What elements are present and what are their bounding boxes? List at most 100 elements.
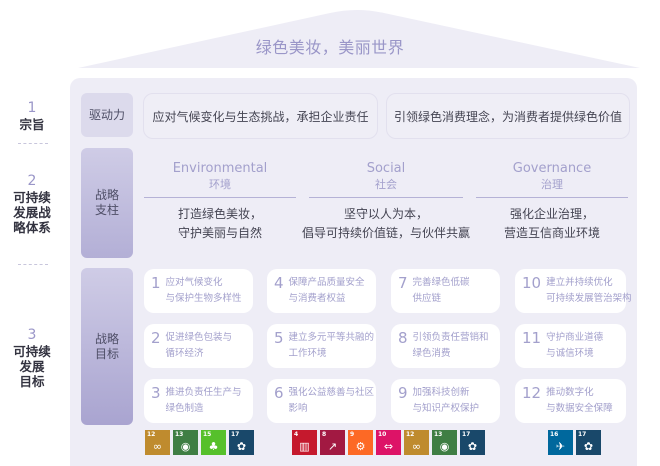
row-label-driver: 驱动力: [81, 93, 133, 137]
goal-text: 推动数字化: [546, 387, 594, 398]
goal-number: 10: [522, 274, 542, 292]
goal-number: 6: [274, 384, 284, 402]
goal-text: 推进负责任生产与: [165, 387, 242, 398]
goal-text: 循环经济: [165, 348, 204, 359]
side-label-text: 可持续: [13, 190, 51, 205]
goal-number: 3: [151, 384, 161, 402]
goal-text: 与数据安全保障: [546, 403, 613, 414]
roof-shape: [78, 10, 640, 68]
goal-number: 5: [274, 329, 284, 347]
side-label-purpose: 1 宗旨: [0, 99, 64, 132]
side-label-text: 略体系: [13, 220, 51, 235]
goal-text: 引领负责任营销和: [412, 332, 489, 343]
sdg-12-icon: 12∞: [145, 430, 170, 455]
goal-text: 绿色制造: [165, 403, 204, 414]
goal-text: 可持续发展管治架构: [546, 293, 632, 304]
row-label-pillars: 战略 支柱: [81, 148, 133, 258]
sdg-8-icon: 8↗: [320, 430, 345, 455]
driver-item: 应对气候变化与生态挑战，承担企业责任: [143, 93, 378, 139]
row-label-text: 目标: [94, 346, 119, 361]
side-label-text: 目标: [19, 374, 45, 389]
goal-card-4: 4 保障产品质量安全与消费者权益: [267, 269, 376, 313]
pillar-desc: 营造互信商业环境: [503, 226, 600, 240]
pillar-environmental: Environmental 环境 打造绿色美妆， 守护美丽与自然: [144, 160, 296, 243]
goal-card-2: 2 促进绿色包装与循环经济: [144, 324, 253, 368]
divider: [18, 264, 48, 265]
sdg-group-environmental: 12∞ 13◉ 15♣ 17✿: [145, 430, 254, 455]
goal-text: 促进绿色包装与: [165, 332, 233, 343]
side-label-text: 可持续: [13, 344, 51, 359]
pillar-title-cn: 治理: [541, 178, 563, 191]
goal-text: 影响: [288, 403, 308, 414]
sdg-13-icon: 13◉: [173, 430, 198, 455]
goal-card-8: 8 引领负责任营销和绿色消费: [391, 324, 500, 368]
side-label-text: 发展战: [13, 205, 51, 220]
goal-text: 工作环境: [288, 348, 327, 359]
driver-item: 引领绿色消费理念，为消费者提供绿色价值: [386, 93, 630, 139]
goal-text: 完善绿色低碳: [412, 277, 470, 288]
goal-card-5: 5 建立多元平等共融的工作环境: [267, 324, 376, 368]
goal-text: 建立并持续优化: [546, 277, 613, 288]
goal-text: 保障产品质量安全: [288, 277, 365, 288]
row-label-text: 战略: [94, 188, 119, 202]
goal-number: 12: [522, 384, 542, 402]
pillar-title-cn: 环境: [209, 178, 231, 191]
goal-card-1: 1 应对气候变化与保护生物多样性: [144, 269, 253, 313]
pillar-governance: Governance 治理 强化企业治理， 营造互信商业环境: [476, 160, 628, 243]
goal-text: 与消费者权益: [288, 293, 346, 304]
sdg-group-social: 4▥ 8↗ 9⚙ 10⇔ 12∞ 13◉ 17✿: [292, 430, 485, 455]
pillar-divider: [309, 197, 463, 198]
side-label-text: 发展: [19, 359, 45, 374]
goal-number: 2: [151, 329, 161, 347]
side-label-goals: 3 可持续 发展 目标: [0, 326, 64, 389]
side-label-number: 3: [27, 327, 37, 343]
pillar-title-cn: 社会: [375, 178, 397, 191]
goal-number: 9: [398, 384, 408, 402]
sdg-4-icon: 4▥: [292, 430, 317, 455]
divider: [18, 143, 48, 144]
goal-number: 11: [522, 329, 542, 347]
goal-card-12: 12 推动数字化与数据安全保障: [515, 379, 626, 423]
goal-number: 7: [398, 274, 408, 292]
goal-card-9: 9 加强科技创新与知识产权保护: [391, 379, 500, 423]
pillar-desc: 强化企业治理，: [509, 207, 594, 221]
pillar-divider: [476, 197, 628, 198]
side-label-number: 2: [27, 173, 37, 189]
pillar-desc: 倡导可持续价值链，与伙伴共赢: [301, 226, 470, 240]
row-label-text: 战略: [94, 331, 119, 346]
side-label-strategy: 2 可持续 发展战 略体系: [0, 172, 64, 235]
sdg-12-icon: 12∞: [404, 430, 429, 455]
goal-card-3: 3 推进负责任生产与绿色制造: [144, 379, 253, 423]
goal-text: 与保护生物多样性: [165, 293, 242, 304]
sdg-17-icon: 17✿: [460, 430, 485, 455]
sdg-17-icon: 17✿: [576, 430, 601, 455]
roof-title: 绿色美妆，美丽世界: [255, 38, 405, 57]
goal-number: 8: [398, 329, 408, 347]
sdg-group-governance: 16✈ 17✿: [548, 430, 601, 455]
goal-card-6: 6 强化公益慈善与社区影响: [267, 379, 376, 423]
pillar-desc: 打造绿色美妆，: [177, 207, 262, 221]
side-label-number: 1: [27, 100, 37, 116]
side-label-text: 宗旨: [19, 117, 45, 132]
goal-card-11: 11 守护商业道德与诚信环境: [515, 324, 626, 368]
goal-text: 供应链: [412, 293, 442, 304]
sdg-10-icon: 10⇔: [376, 430, 401, 455]
goal-text: 绿色消费: [412, 348, 451, 359]
pillar-title-en: Governance: [512, 161, 592, 176]
goal-card-7: 7 完善绿色低碳供应链: [391, 269, 500, 313]
goal-text: 守护商业道德: [546, 332, 604, 343]
goal-text: 强化公益慈善与社区: [288, 387, 375, 398]
goal-number: 1: [151, 274, 161, 292]
goal-text: 加强科技创新: [412, 387, 470, 398]
sdg-13-icon: 13◉: [432, 430, 457, 455]
pillar-desc: 守护美丽与自然: [177, 226, 262, 240]
goal-text: 应对气候变化: [165, 277, 223, 288]
pillar-divider: [144, 197, 296, 198]
sdg-15-icon: 15♣: [201, 430, 226, 455]
row-label-goals: 战略 目标: [81, 268, 133, 425]
goal-text: 建立多元平等共融的: [288, 332, 375, 343]
goal-text: 与诚信环境: [546, 348, 594, 359]
goal-card-10: 10 建立并持续优化可持续发展管治架构: [515, 269, 632, 313]
sdg-17-icon: 17✿: [229, 430, 254, 455]
row-label-text: 支柱: [94, 203, 119, 217]
